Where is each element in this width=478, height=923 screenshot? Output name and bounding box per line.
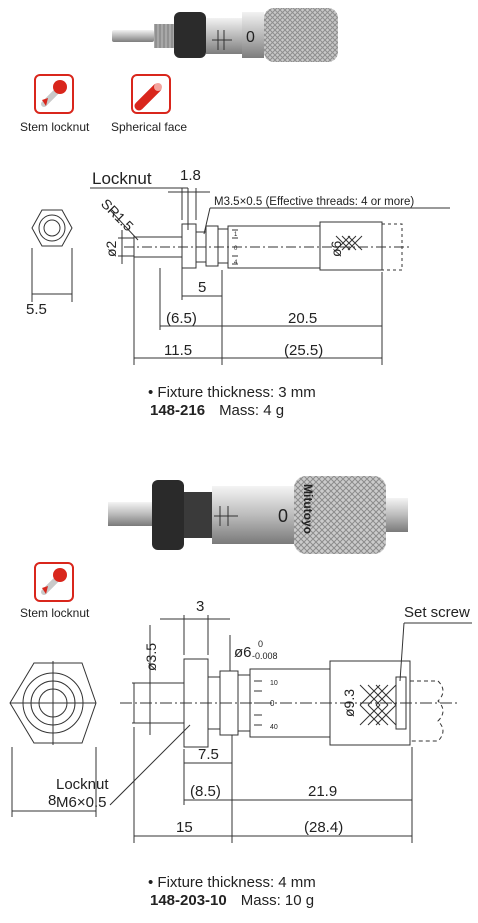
p2-dim-hex: 8	[48, 792, 56, 809]
spherical-face-label: Spherical face	[111, 120, 188, 134]
p2-code: 148-203-10	[150, 892, 227, 909]
photo2-brand: Mitutoyo	[301, 484, 315, 534]
p2-stem-diameter: ø3.5	[143, 643, 159, 671]
p2-dim-8-5: (8.5)	[190, 783, 221, 800]
p1-code: 148-216	[150, 402, 206, 419]
p2-set-screw-label: Set screw	[404, 604, 470, 621]
p1-locknut-label: Locknut	[92, 169, 152, 188]
stem-locknut-icon-2	[34, 562, 74, 602]
product1-photo: 0	[112, 8, 338, 62]
hex-end-view-1	[31, 209, 73, 247]
p1-scale-0: 0	[234, 246, 238, 252]
p1-dim-hex: 5.5	[26, 301, 47, 318]
stem-locknut-label-2: Stem locknut	[20, 606, 90, 620]
p2-tol-lower: -0.008	[252, 651, 278, 661]
p2-mass: Mass: 10 g	[240, 892, 315, 909]
stem-locknut-label: Stem locknut	[20, 120, 90, 134]
product2-photo: 0 Mitutoyo	[108, 476, 408, 554]
stem-locknut-icon	[34, 74, 74, 114]
p1-scale-4: 4	[234, 260, 238, 266]
p1-stem-diameter: ø2	[103, 240, 119, 257]
p2-sleeve-diameter: ø6	[234, 644, 252, 661]
p2-tol-upper: 0	[258, 639, 263, 649]
p1-fixture: Fixture thickness: 3 mm	[157, 384, 316, 401]
p1-mass: Mass: 4 g	[219, 402, 285, 419]
p2-locknut-label: Locknut	[56, 776, 109, 793]
p1-dim-1-8: 1.8	[180, 167, 201, 184]
p1-sr-label: SR1.5	[98, 195, 137, 234]
p2-scale-40: 40	[270, 724, 278, 731]
p2-scale-10: 10	[270, 680, 278, 687]
p2-locknut-thread: M6×0.5	[56, 794, 106, 811]
p1-dim-6-5: (6.5)	[166, 310, 197, 327]
p1-thread-label: M3.5×0.5 (Effective threads: 4 or more)	[214, 196, 414, 208]
p1-thimble-diameter: ø6	[328, 240, 344, 257]
product2-drawing: Set screw 3 ø3.5 ø6 0 -0.008 ø9.3 10 0 4…	[9, 598, 472, 843]
p1-scale-1: 1	[234, 232, 238, 238]
p1-dim-25-5: (25.5)	[284, 342, 323, 359]
product1-drawing: Locknut 1.8 SR1.5 M3.5×0.5 (Effective th…	[26, 167, 450, 365]
p2-dim-7-5: 7.5	[198, 746, 219, 763]
p1-dim-5: 5	[198, 279, 206, 296]
p2-fixture: Fixture thickness: 4 mm	[157, 874, 316, 891]
photo1-scale-zero: 0	[246, 29, 255, 46]
p2-thimble-diameter: ø9.3	[341, 689, 357, 717]
p2-dim-28-4: (28.4)	[304, 819, 343, 836]
p2-dim-21-9: 21.9	[308, 783, 337, 800]
spherical-face-icon	[131, 74, 171, 114]
p1-dim-20-5: 20.5	[288, 310, 317, 327]
photo2-scale-zero: 0	[278, 506, 288, 526]
p2-dim-3: 3	[196, 598, 204, 615]
p1-dim-11-5: 11.5	[164, 342, 192, 359]
p2-scale-0: 0	[270, 699, 275, 708]
p2-dim-15: 15	[176, 819, 193, 836]
